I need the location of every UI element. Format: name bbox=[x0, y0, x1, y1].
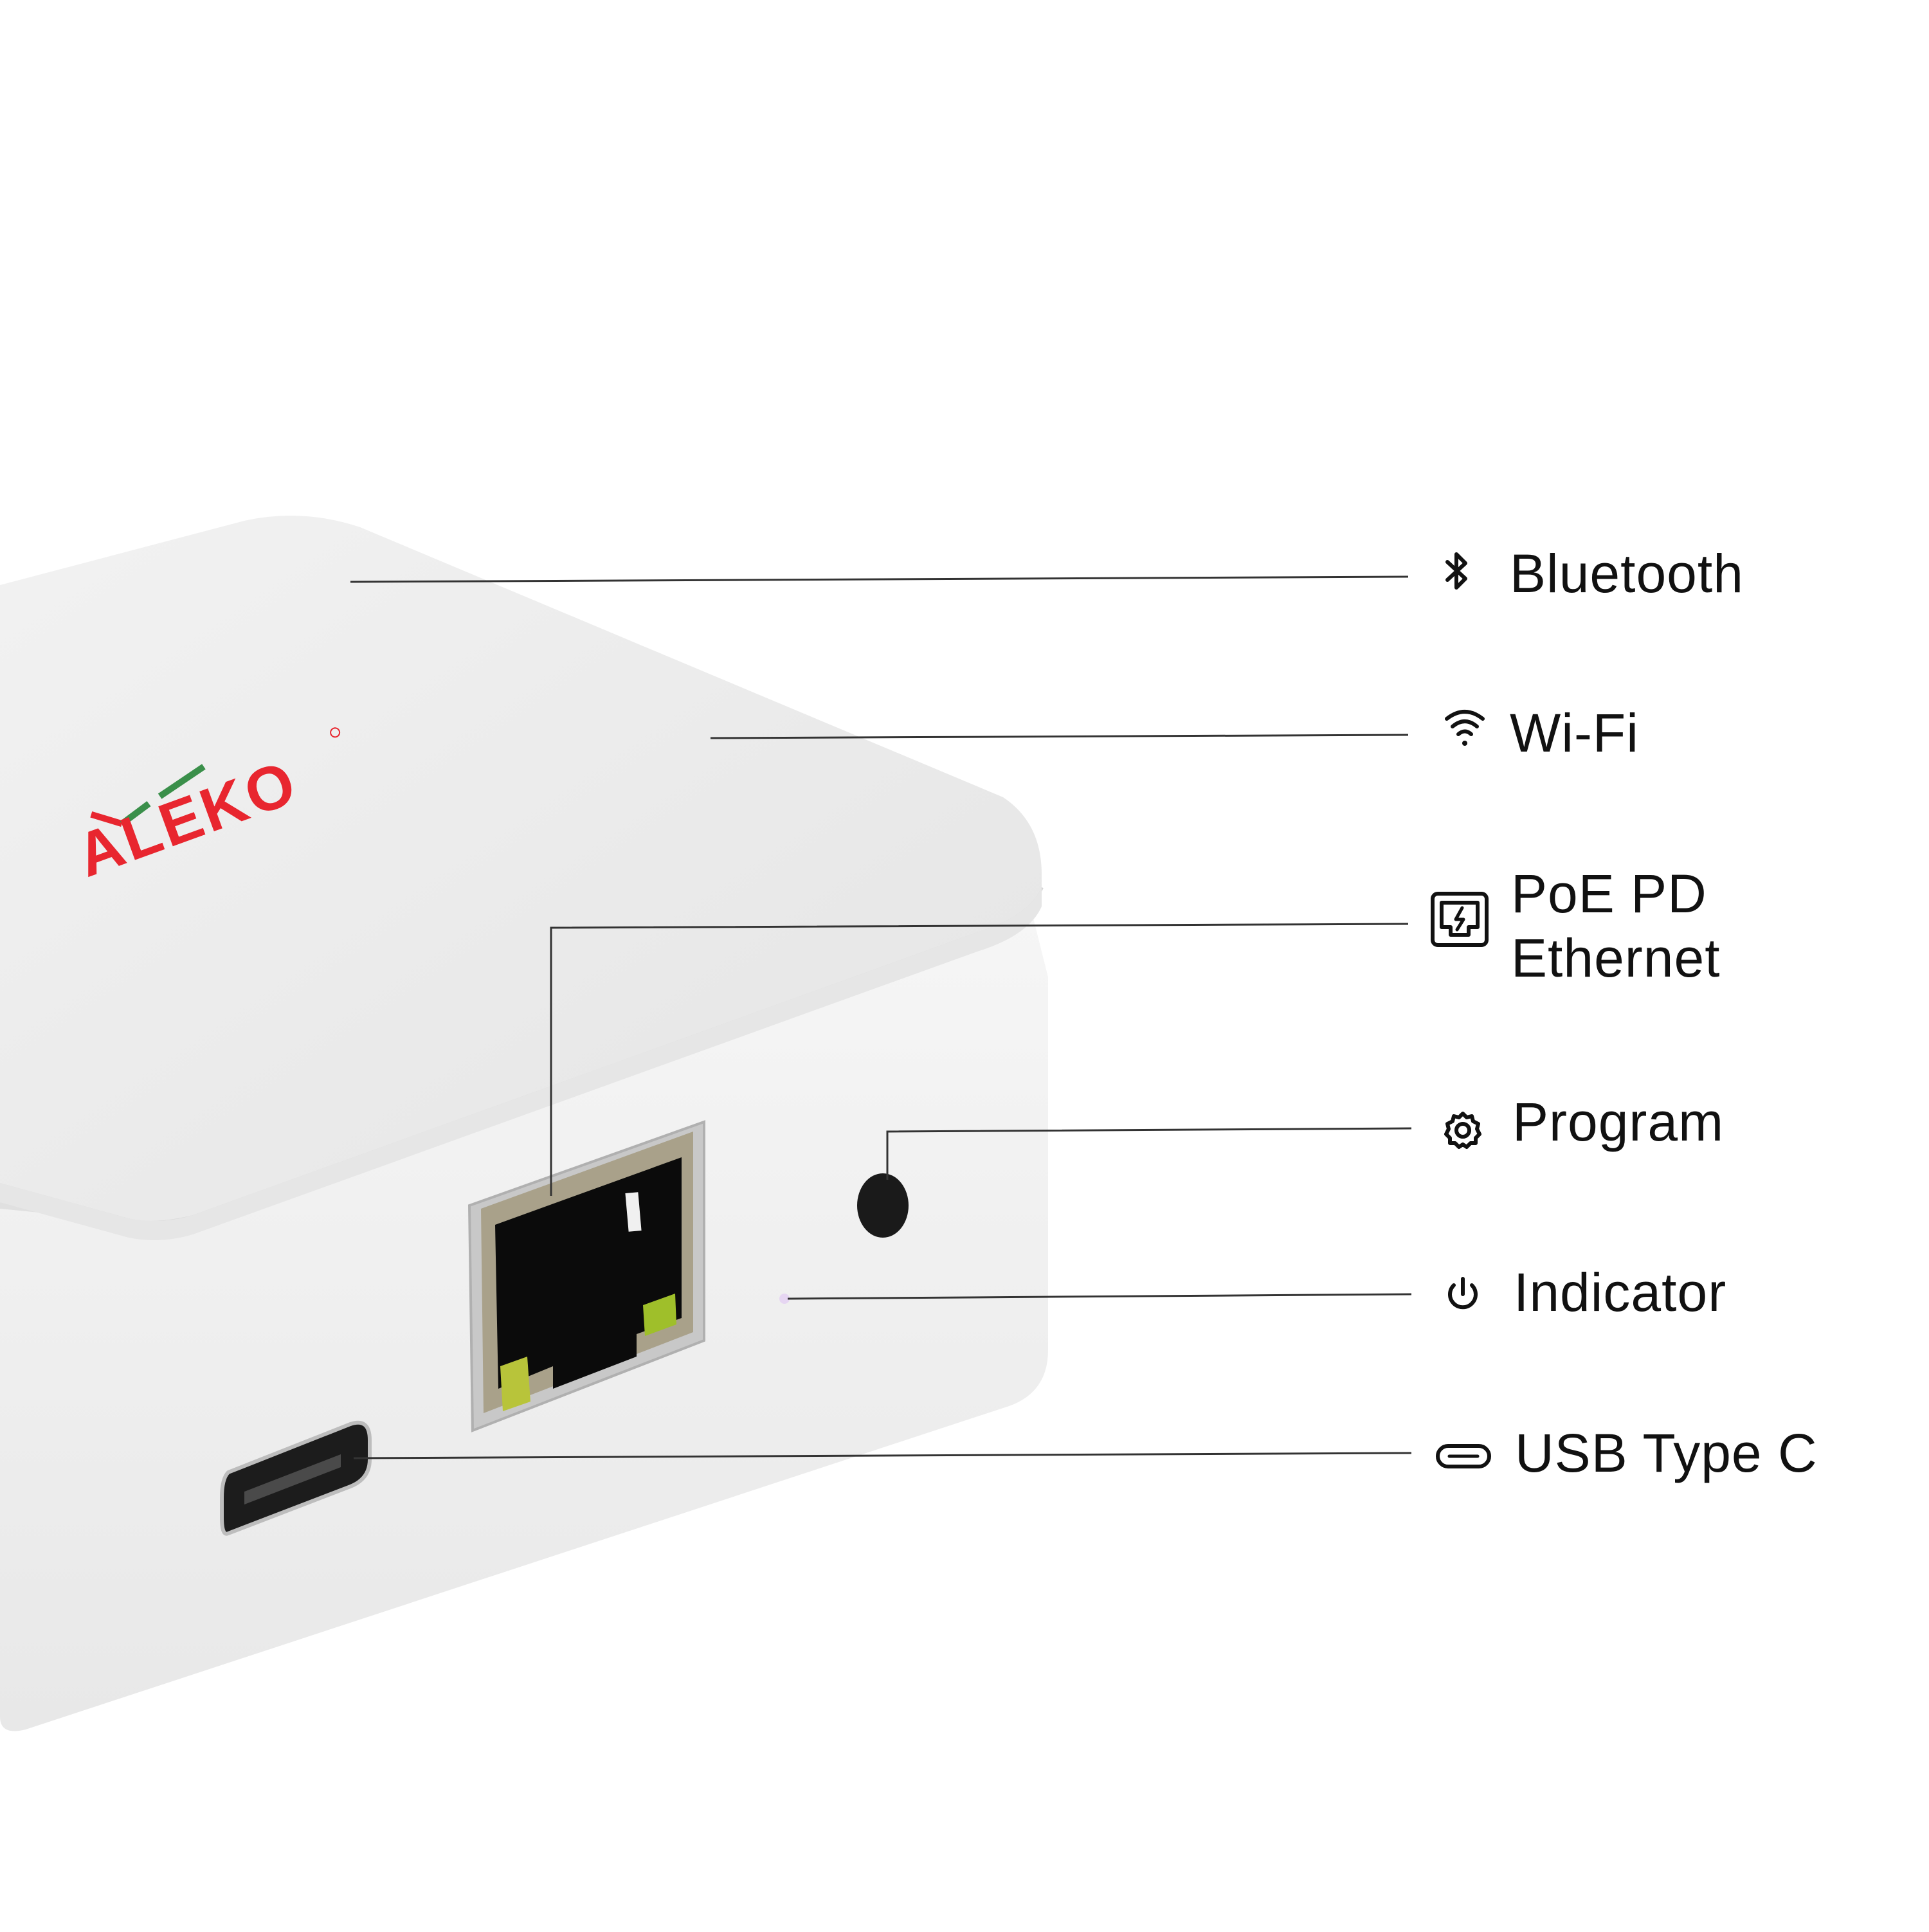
feature-label-ethernet: PoE PD Ethernet bbox=[1511, 862, 1721, 990]
gear-icon bbox=[1444, 1112, 1481, 1149]
leader-line-bluetooth bbox=[350, 575, 1409, 583]
ethernet-port-icon bbox=[1431, 892, 1489, 947]
leader-line-program bbox=[886, 1127, 1412, 1180]
feature-label-ethernet-line1: PoE PD bbox=[1511, 863, 1707, 924]
feature-label-ethernet-line2: Ethernet bbox=[1511, 928, 1721, 988]
feature-label-program: Program bbox=[1512, 1092, 1725, 1152]
program-button bbox=[857, 1173, 909, 1238]
leader-line-wifi bbox=[710, 734, 1409, 739]
leader-lines bbox=[350, 575, 1412, 1459]
device-body bbox=[0, 516, 1048, 1731]
feature-label-wifi: Wi-Fi bbox=[1510, 703, 1639, 763]
leader-line-ethernet bbox=[550, 923, 1409, 1196]
usb-c-port bbox=[220, 1420, 372, 1536]
bluetooth-icon bbox=[1445, 552, 1467, 590]
ethernet-port bbox=[467, 1120, 705, 1432]
usb-c-icon bbox=[1436, 1444, 1491, 1468]
feature-label-indicator: Indicator bbox=[1514, 1262, 1727, 1323]
wifi-icon bbox=[1445, 710, 1485, 746]
registered-mark-icon bbox=[330, 727, 341, 738]
feature-label-usb-c: USB Type C bbox=[1515, 1423, 1818, 1483]
port-led-right bbox=[643, 1294, 676, 1336]
leader-line-usb bbox=[353, 1452, 1412, 1459]
logo-roof-icon bbox=[90, 764, 206, 827]
indicator-led bbox=[779, 1294, 790, 1304]
port-led-left bbox=[500, 1357, 530, 1411]
leader-line-indicator bbox=[787, 1293, 1412, 1300]
power-icon bbox=[1448, 1277, 1478, 1310]
feature-label-bluetooth: Bluetooth bbox=[1510, 543, 1744, 604]
